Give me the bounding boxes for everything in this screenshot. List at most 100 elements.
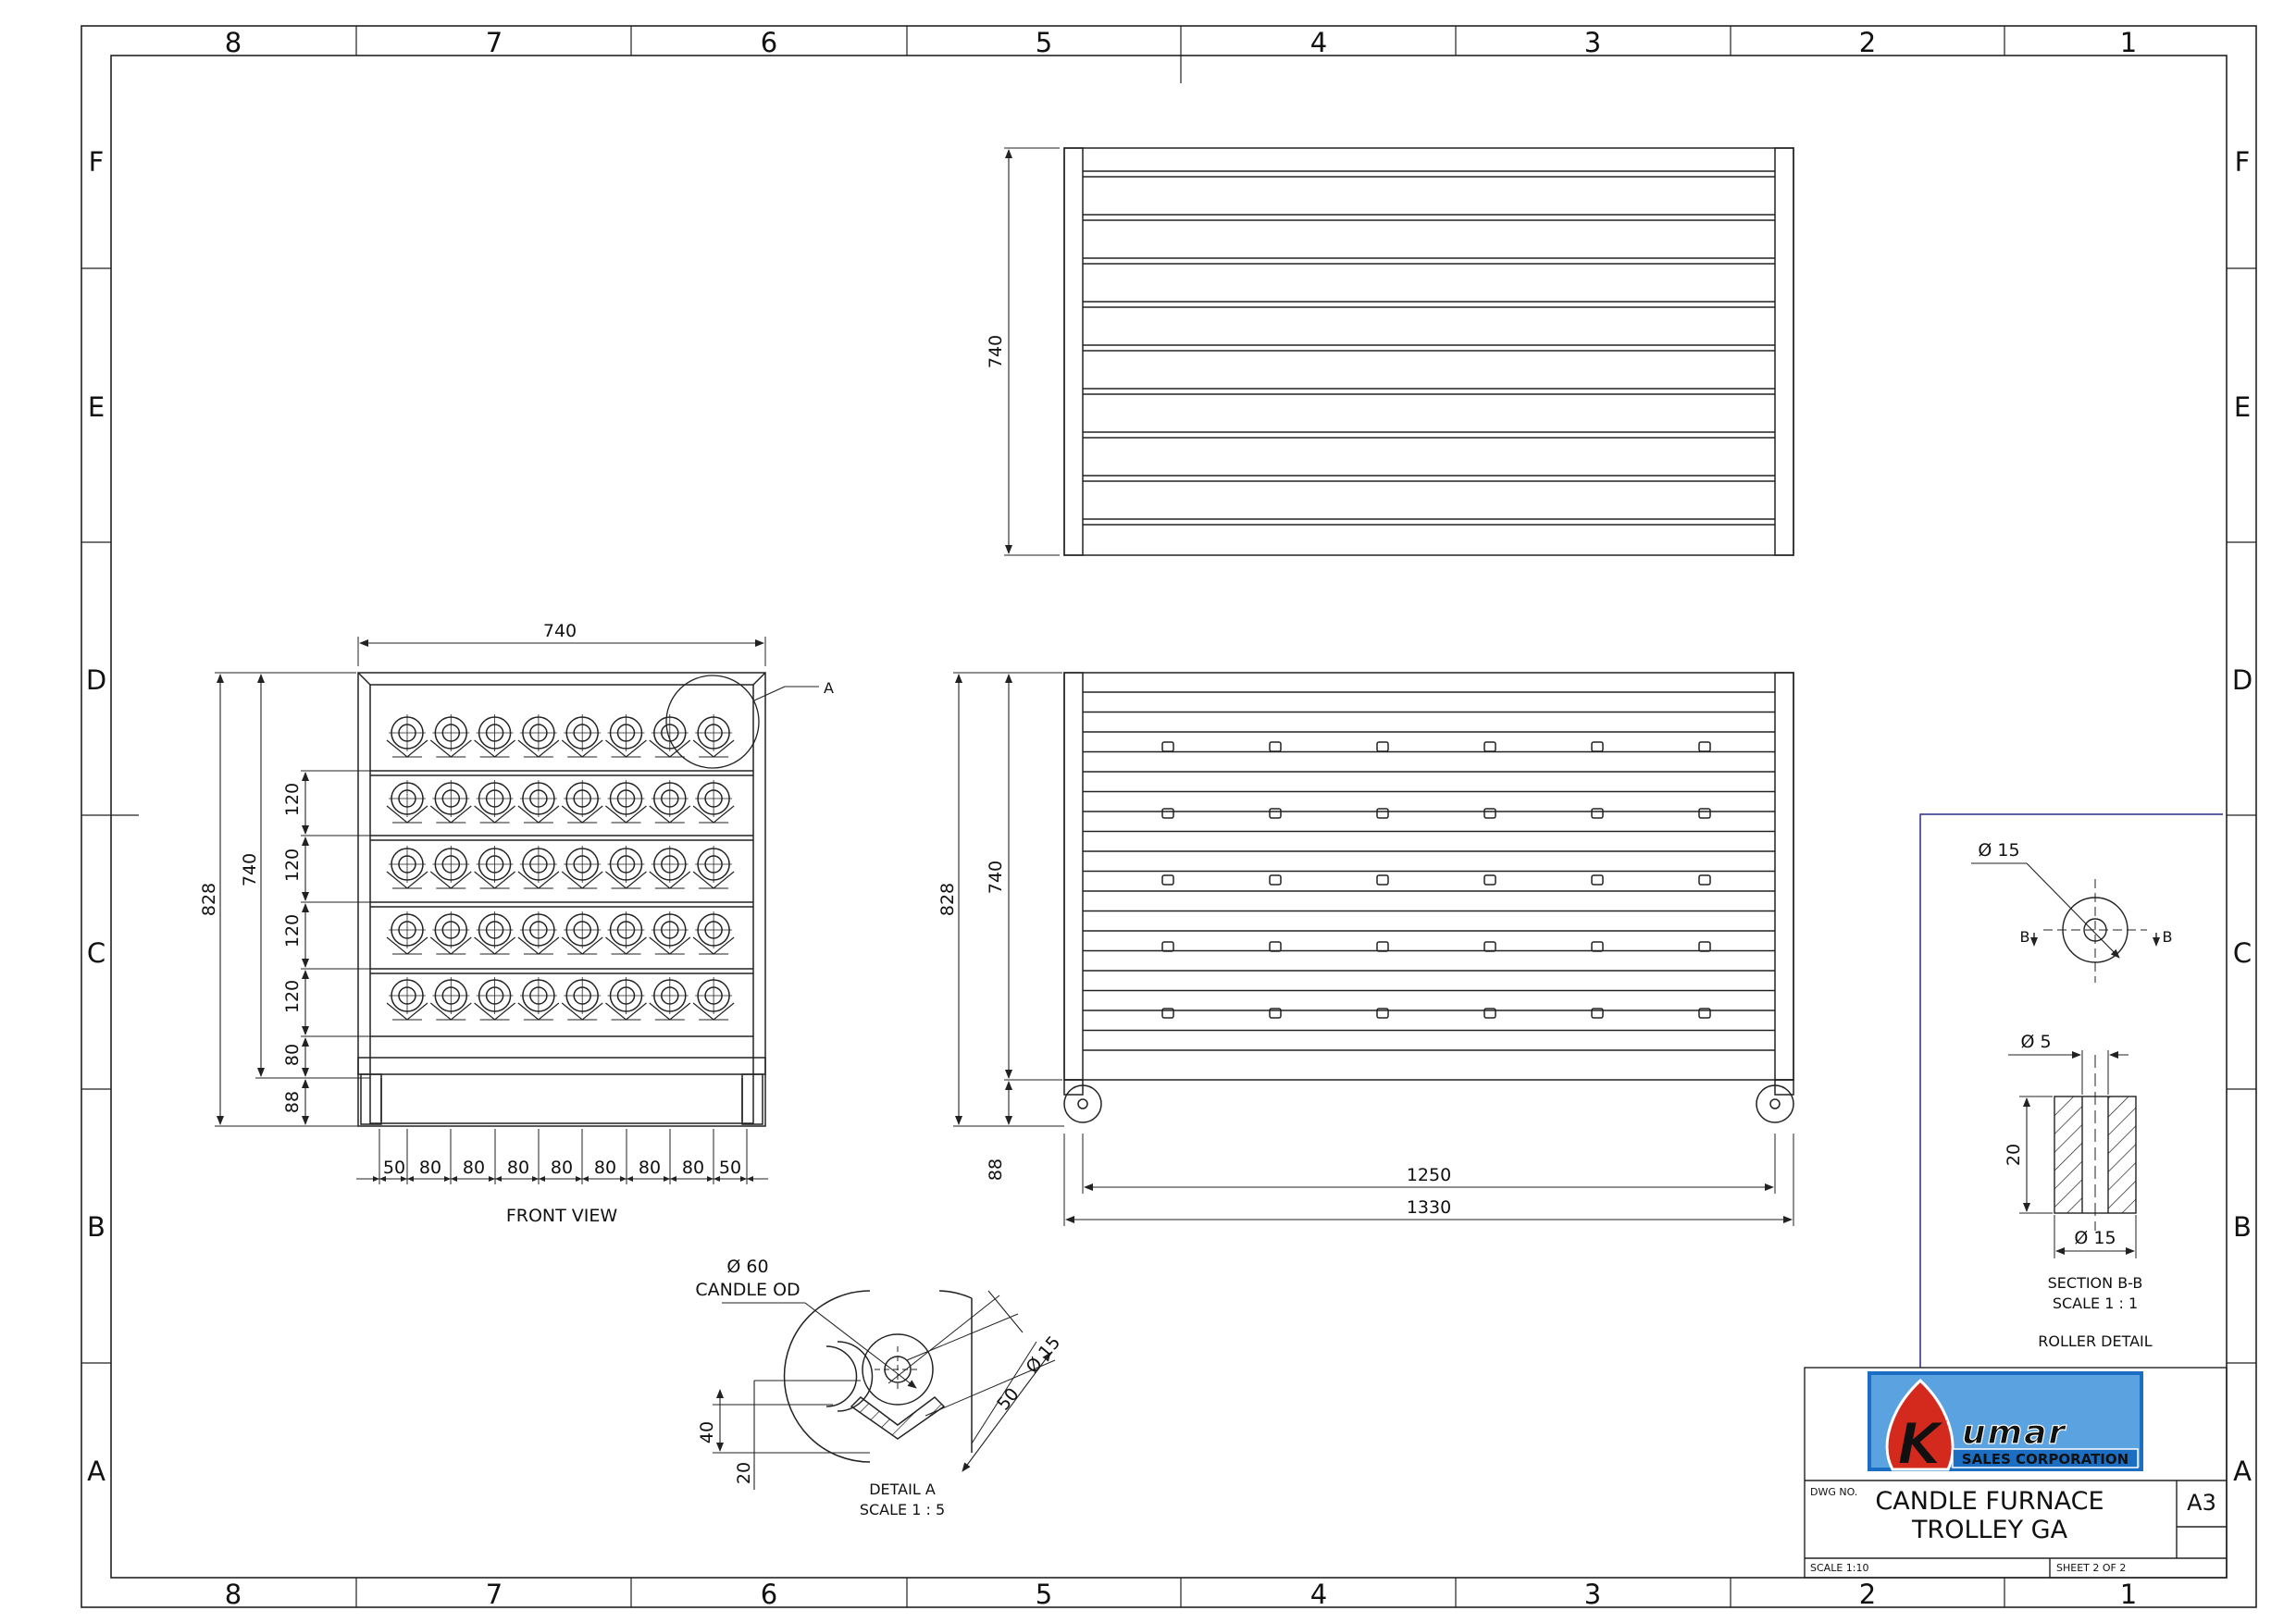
dim-arrowhead — [627, 1176, 633, 1182]
side-view-right-wheel — [1756, 1084, 1794, 1123]
side-view-base-dim: 88 — [986, 1158, 1006, 1181]
side-view-right-post — [1774, 672, 1794, 1081]
side-view-roller — [1483, 941, 1496, 952]
dim-arrowhead — [664, 1176, 670, 1182]
side-view-frame-height-dim: 740 — [986, 861, 1006, 894]
grid-row-label: B — [87, 1211, 105, 1243]
dim-arrowhead — [489, 1176, 495, 1182]
grid-row-label: B — [2233, 1211, 2252, 1243]
side-view-roller — [1376, 1008, 1389, 1019]
side-view-roller — [1376, 941, 1389, 952]
front-view-pitch-dim: 120 — [282, 980, 303, 1013]
section-b-b-title: SECTION B-B — [2048, 1274, 2143, 1292]
top-view-outline — [1063, 147, 1794, 556]
side-view-roller — [1161, 808, 1174, 819]
dim-arrowhead — [373, 1176, 379, 1182]
detail-a — [713, 1290, 1056, 1490]
dim-arrowhead — [582, 1176, 589, 1182]
dim-arrowhead — [714, 1176, 720, 1182]
side-view-inner-length-dim: 1250 — [1407, 1165, 1451, 1185]
grid-col-label: 8 — [225, 1579, 242, 1610]
dim-arrowhead — [539, 1176, 545, 1182]
grid-col-label: 1 — [2120, 27, 2137, 58]
logo-tagline: SALES CORPORATION — [1962, 1451, 2128, 1468]
side-view-roller — [1269, 874, 1282, 886]
side-view-roller — [1161, 1008, 1174, 1019]
front-view-pitch-dim: 120 — [282, 849, 303, 882]
inner-border — [110, 55, 2228, 1579]
side-view-roller — [1591, 1008, 1604, 1019]
front-view-bottom-gap-dim: 80 — [282, 1044, 303, 1066]
side-view-roller — [1376, 874, 1389, 886]
side-view-roller — [1591, 941, 1604, 952]
spacing-dim-text: 80 — [639, 1158, 661, 1178]
top-view-width-dim: 740 — [986, 335, 1006, 368]
roller-outer-dia-dim: Ø 15 — [1978, 840, 2019, 861]
logo-name: umar — [1962, 1414, 2066, 1452]
dim-arrowhead — [379, 1176, 386, 1182]
drawing-title-line1: CANDLE FURNACE — [1875, 1487, 2104, 1516]
grid-row-label: D — [86, 664, 106, 696]
dim-arrowhead — [444, 1176, 451, 1182]
grid-col-label: 5 — [1036, 27, 1052, 58]
grid-row-label: F — [2235, 146, 2251, 178]
sheet-size: A3 — [2187, 1490, 2216, 1516]
grid-row-label: F — [89, 146, 105, 178]
sheet-number: SHEET 2 OF 2 — [2056, 1562, 2126, 1574]
grid-column-labels-top: 8 7 6 5 4 3 2 1 — [225, 27, 2137, 58]
grid-col-label: 4 — [1310, 1579, 1327, 1610]
side-view-roller — [1376, 808, 1389, 819]
detail-a-scale: SCALE 1 : 5 — [860, 1501, 945, 1518]
grid-row-label: E — [2234, 391, 2251, 423]
grid-row-label: A — [2233, 1456, 2252, 1487]
front-view-spacing-dims: 50 80 80 80 80 80 80 80 50 — [383, 1158, 741, 1178]
grid-row-label: D — [2232, 664, 2253, 696]
top-view — [1004, 147, 1794, 556]
dim-arrowhead — [407, 1176, 414, 1182]
detail-a-candle — [862, 1333, 934, 1406]
front-view-top-width-dim: 740 — [543, 621, 577, 641]
dwg-no-label: DWG NO. — [1810, 1486, 1857, 1498]
side-view-roller — [1161, 941, 1174, 952]
spacing-dim-text: 50 — [719, 1158, 741, 1178]
dim-arrowhead — [576, 1176, 582, 1182]
front-view-base-dim: 88 — [282, 1091, 303, 1113]
spacing-dim-text: 80 — [463, 1158, 485, 1178]
side-view-roller — [1269, 808, 1282, 819]
side-view-overall-length-dim: 1330 — [1407, 1197, 1451, 1218]
front-view-base-plate — [357, 1057, 766, 1075]
side-view-roller — [1698, 941, 1711, 952]
side-view-roller — [1269, 941, 1282, 952]
dim-arrowhead — [451, 1176, 457, 1182]
side-view-overall-height-dim: 828 — [937, 883, 958, 916]
side-view-roller — [1161, 741, 1174, 752]
spacing-dim-text: 50 — [383, 1158, 405, 1178]
grid-col-label: 2 — [1859, 27, 1876, 58]
side-view-roller — [1591, 808, 1604, 819]
grid-col-label: 7 — [486, 27, 503, 58]
side-view-roller — [1483, 808, 1496, 819]
drawing-title-line2: TROLLEY GA — [1911, 1516, 2068, 1544]
roller-detail-border — [1919, 813, 2223, 1368]
grid-row-labels-left: F E D C B A — [86, 146, 106, 1487]
side-view-roller — [1269, 1008, 1282, 1019]
front-view-title: FRONT VIEW — [506, 1206, 618, 1226]
side-view-left-wheel — [1063, 1084, 1102, 1123]
top-view-right-post — [1774, 147, 1794, 556]
outer-border — [81, 25, 2257, 1608]
front-view-overall-height-dim: 828 — [199, 883, 219, 916]
side-view-roller — [1483, 741, 1496, 752]
grid-col-label: 6 — [761, 1579, 777, 1610]
grid-col-label: 3 — [1584, 1579, 1601, 1610]
side-view-roller — [1483, 874, 1496, 886]
grid-col-label: 2 — [1859, 1579, 1876, 1610]
front-view-frame-height-dim: 740 — [240, 853, 260, 886]
side-view-roller — [1269, 741, 1282, 752]
side-view-roller — [1698, 808, 1711, 819]
roller-height-dim: 20 — [2004, 1144, 2024, 1166]
roller-detail — [1919, 813, 2223, 1368]
side-view-left-post — [1063, 672, 1084, 1081]
front-view-frame — [357, 672, 766, 1127]
detail-a-20-dim: 20 — [734, 1462, 754, 1484]
